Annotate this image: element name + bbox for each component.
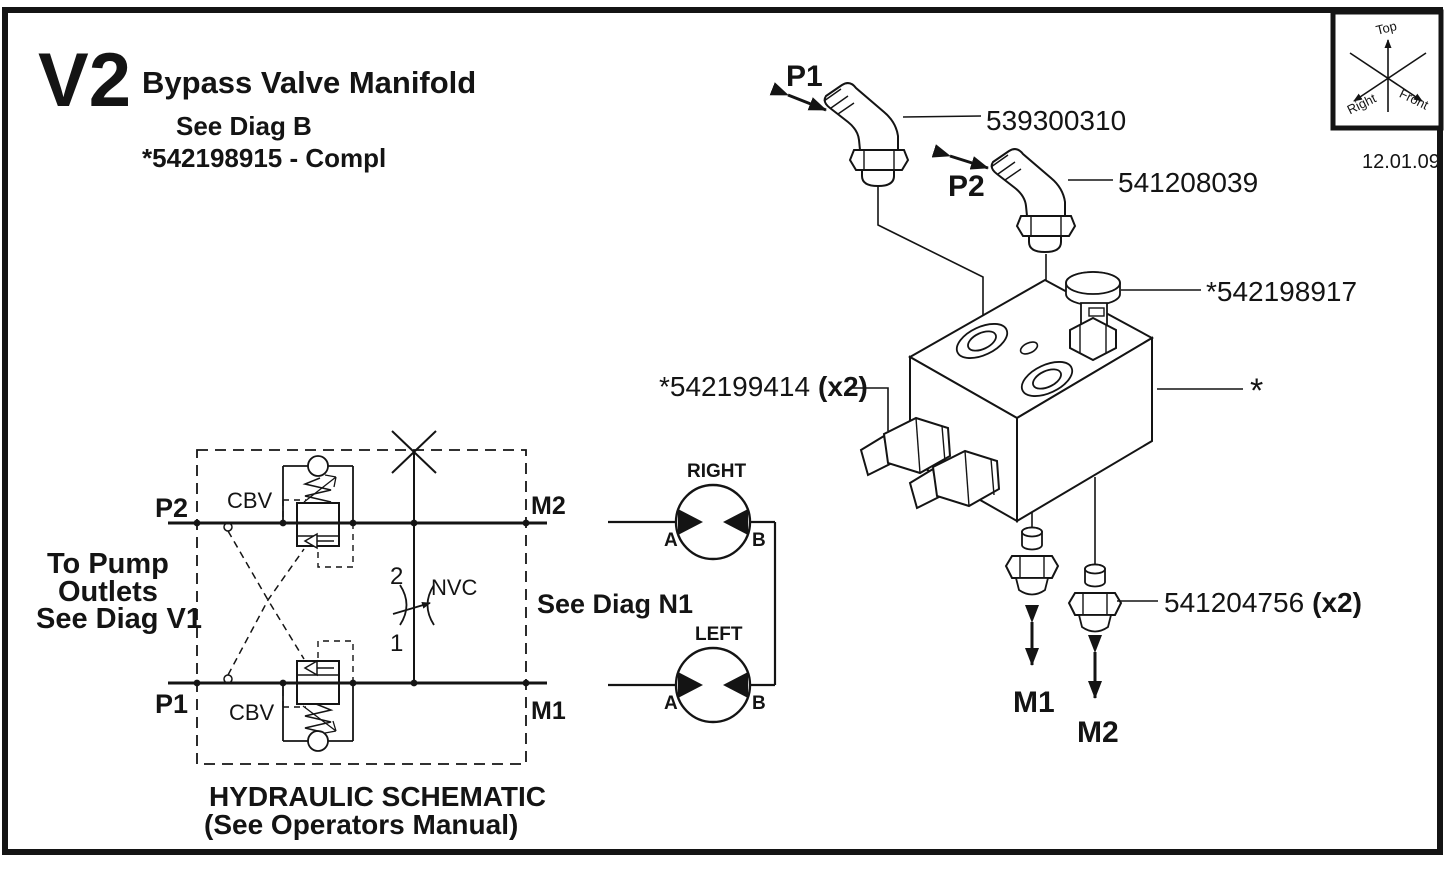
part-label-539300310: 539300310	[986, 105, 1126, 136]
spring-bottom	[304, 703, 334, 733]
p1-direction-arrow	[769, 82, 827, 112]
svg-text:See Diag V1: See Diag V1	[36, 603, 202, 635]
schematic-port-p1: P1	[155, 689, 188, 719]
assembly-port-m2: M2	[1077, 716, 1119, 749]
schematic-port-m1: M1	[531, 697, 566, 725]
left-motor-symbol	[674, 646, 752, 724]
right-motor-port-b: B	[752, 530, 766, 551]
schematic-port-p2: P2	[155, 493, 188, 523]
left-motor-port-b: B	[752, 693, 766, 714]
revision-date: 12.01.09	[1362, 151, 1440, 173]
check-arrow-bottom	[303, 659, 318, 677]
part-leader-lines	[849, 115, 1243, 602]
part-label-542199414: *542199414(x2)	[659, 371, 868, 402]
assembly-port-m1: M1	[1013, 686, 1055, 719]
svg-text:Outlets: Outlets	[58, 576, 158, 608]
left-motor-label: LEFT	[695, 624, 743, 645]
compass-top-label: Top	[1374, 18, 1398, 38]
page-title: Bypass Valve Manifold	[142, 65, 476, 100]
note-to-pump-outlets: To Pump Outlets See Diag V1	[36, 548, 202, 635]
needle-valve-nvc-symbol	[392, 584, 435, 626]
schematic-caption-line2: (See Operators Manual)	[204, 809, 518, 840]
direction-arrows	[769, 82, 1102, 699]
check-arrow-top	[303, 532, 318, 550]
header-assembly-number: *542198915 - Compl	[142, 143, 386, 173]
cbv-label-bottom: CBV	[229, 700, 275, 725]
cbv-label-top: CBV	[227, 488, 273, 513]
note-see-diag-n1: See Diag N1	[537, 589, 693, 619]
right-motor-label: RIGHT	[687, 461, 747, 482]
assembly-port-p1: P1	[786, 60, 823, 93]
nvc-label: NVC	[431, 575, 478, 600]
right-motor-symbol	[674, 483, 752, 561]
adjuster-knob	[1065, 271, 1121, 362]
cbv-top-assembly	[282, 455, 354, 568]
nvc-position-2: 2	[390, 563, 403, 590]
straight-fitting	[1004, 526, 1060, 596]
part-label-asterisk: *	[1250, 372, 1263, 410]
check-ball-top	[307, 455, 329, 477]
page-border	[2, 7, 1443, 855]
right-motor-port-a: A	[664, 530, 678, 551]
pilot-lines	[227, 530, 305, 676]
cbv-bottom-assembly	[282, 640, 354, 752]
assembly-port-p2: P2	[948, 170, 985, 203]
orientation-compass-icon: Top Right Front	[1330, 9, 1444, 131]
motor-symbols: RIGHT A B LEFT A B	[608, 461, 777, 724]
elbow-fitting	[823, 82, 910, 188]
svg-text:To Pump: To Pump	[47, 548, 169, 580]
check-ball-bottom	[307, 730, 329, 752]
p2-direction-arrow	[931, 144, 989, 170]
hydraulic-schematic: P2 P1 M2 M1 CBV CBV 2 1 NVC To Pump Outl…	[36, 430, 693, 840]
header-see-diag: See Diag B	[176, 111, 312, 141]
manifold-boundary	[196, 449, 527, 765]
cartridge-valve	[859, 416, 952, 477]
schematic-caption-line1: HYDRAULIC SCHEMATIC	[209, 781, 546, 812]
schematic-port-m2: M2	[531, 492, 566, 520]
part-label-542198917: *542198917	[1206, 276, 1357, 307]
manifold-assembly-drawing: P1 P2 M1 M2 539300310 541208039 *5421989…	[659, 60, 1362, 749]
nvc-position-1: 1	[390, 630, 403, 657]
diagram-code: V2	[38, 38, 131, 123]
part-label-541208039: 541208039	[1118, 167, 1258, 198]
header: V2 Bypass Valve Manifold See Diag B *542…	[38, 38, 476, 173]
left-motor-port-a: A	[664, 693, 678, 714]
part-label-541204756: 541204756(x2)	[1164, 587, 1362, 618]
junction-dots	[193, 519, 530, 687]
